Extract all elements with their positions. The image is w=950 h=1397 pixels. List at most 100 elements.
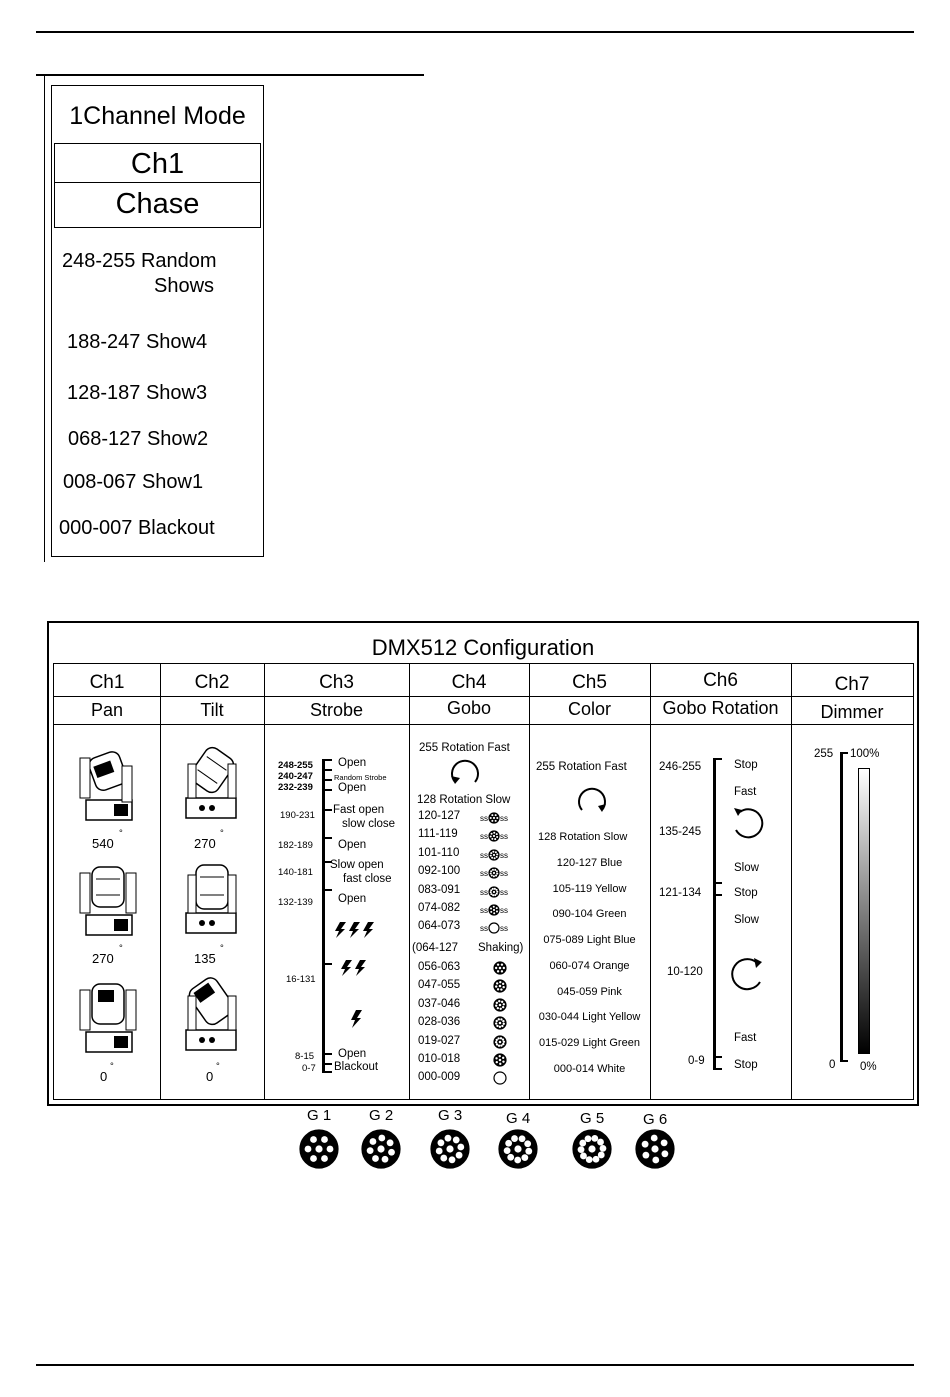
dmx-title: DMX512 Configuration [371, 635, 595, 660]
col-divider [791, 664, 792, 1099]
gobo-label: G 4 [506, 1110, 531, 1127]
gobo-disc-icon [493, 998, 507, 1017]
strobe-range: 248-255 [278, 760, 313, 771]
rotate-counterclockwise-icon [734, 808, 764, 839]
gobo-label: G 5 [580, 1110, 605, 1127]
cm-row-show2: 068-127 Show2 [68, 428, 209, 450]
gobo-static-row: 037-046 [418, 997, 461, 1010]
rotate-clockwise-icon [731, 958, 762, 991]
ch7-header: Ch7 [834, 674, 870, 695]
cm-row-blackout: 000-007 Blackout [59, 517, 215, 539]
col-divider [264, 664, 265, 1099]
strobe-range: 16-131 [286, 974, 316, 985]
col-divider [409, 664, 410, 1099]
gobo-static-row: 010-018 [418, 1053, 461, 1065]
gobo-static-row: 028-036 [418, 1016, 461, 1029]
col-divider [160, 664, 161, 1099]
strobe-slow-icon [351, 1010, 362, 1028]
moving-head-fixture-icon [79, 866, 137, 936]
gobo-label: G 1 [307, 1107, 332, 1124]
section-rule [36, 74, 424, 76]
pan-degree-270: 270 [92, 951, 114, 966]
strobe-range: 182-189 [278, 840, 313, 851]
gobo-rotation-label: Fast [734, 1032, 757, 1044]
gobo-rotation-label: Fast [734, 786, 757, 798]
strobe-label: fast close [343, 873, 392, 885]
dimmer-scale-bar [840, 752, 843, 1062]
dimmer-scale-tick [840, 752, 848, 754]
gobo-shake-row: 083-091 [418, 883, 461, 896]
gobo-rotation-label: Stop [734, 759, 758, 771]
strobe-label: Open [338, 893, 367, 905]
color-row: 045-059 Pink [557, 985, 622, 998]
cm-row-show4: 188-247 Show4 [67, 331, 208, 353]
single-channel-ch: Ch1 [54, 143, 261, 183]
strobe-medium-icon [341, 960, 366, 976]
cm-row-random-shows-cont: Shows [154, 275, 215, 297]
rotation-arrow-icon [451, 759, 479, 784]
degree-symbol: ° [216, 1061, 220, 1072]
gobo-rotation-fast: 255 Rotation Fast [419, 742, 510, 754]
gobo-shake-row: 074-082 [418, 902, 461, 914]
gobo-disc-icon [493, 961, 507, 980]
strobe-range: 140-181 [278, 867, 313, 878]
ch4-function: Gobo [446, 698, 492, 718]
left-margin-rule [44, 76, 45, 562]
gobo-pattern-icon [635, 1129, 675, 1174]
moving-head-fixture-icon [185, 977, 237, 1051]
degree-symbol: ° [119, 828, 123, 839]
gobo-label: G 6 [643, 1111, 668, 1128]
gobo-rotation-slow: 128 Rotation Slow [417, 794, 511, 806]
gobo-rotation-range: 135-245 [659, 826, 702, 838]
gobo-pattern-icon [572, 1129, 612, 1174]
color-row: 090-104 Green [552, 908, 627, 921]
dimmer-scale-tick [840, 1060, 848, 1062]
gobo-pattern-icon [498, 1129, 538, 1174]
gobo-pattern-icon [361, 1129, 401, 1174]
gobo-rotation-label: Stop [734, 887, 758, 899]
gobo-rotation-range: 0-9 [688, 1055, 705, 1067]
ch5-header: Ch5 [572, 672, 607, 693]
gobo-shake-row: 092-100 [418, 865, 461, 878]
ch6-function: Gobo Rotation [662, 698, 779, 718]
gobo-rotation-range: 121-134 [659, 887, 702, 899]
moving-head-fixture-icon [79, 751, 133, 821]
color-row: 105-119 Yellow [552, 882, 627, 895]
col-divider [529, 664, 530, 1099]
cm-row-show1: 008-067 Show1 [63, 471, 204, 493]
gobo-rotation-bracket-ticks-icon [713, 758, 722, 1070]
strobe-fast-icon [335, 922, 374, 938]
pan-degree-540: 540 [92, 836, 114, 851]
cm-row-random-shows: 248-255 Random [62, 250, 217, 272]
strobe-label: Random Strobe [334, 773, 387, 782]
ch1-header: Ch1 [89, 672, 125, 693]
strobe-label: Slow open [330, 859, 384, 871]
header-divider [54, 696, 913, 697]
gobo-rotation-label: Slow [734, 862, 759, 874]
color-row: 015-029 Light Green [539, 1036, 640, 1049]
rotation-arrow-icon [578, 787, 606, 812]
gobo-disc-icon [493, 1053, 507, 1072]
gobo-disc-icon [493, 1071, 507, 1090]
gobo-rotation-label: Stop [734, 1059, 758, 1071]
col-divider [650, 664, 651, 1099]
ch2-header: Ch2 [194, 672, 230, 693]
dimmer-top-percent: 100% [850, 748, 880, 760]
gobo-disc-icon [493, 1016, 507, 1035]
strobe-label: Fast open [333, 804, 385, 816]
gobo-label: G 3 [438, 1107, 463, 1124]
gobo-shake-row: 120-127 [418, 810, 461, 822]
gobo-label: G 2 [369, 1107, 394, 1124]
gobo-shake-row: 101-110 [418, 846, 460, 859]
degree-symbol: ° [220, 828, 224, 839]
header-divider [54, 724, 913, 725]
strobe-label: Open [338, 1048, 367, 1060]
degree-symbol: ° [220, 943, 224, 954]
degree-symbol: ° [119, 943, 123, 954]
gobo-rotation-label: Slow [734, 914, 759, 926]
